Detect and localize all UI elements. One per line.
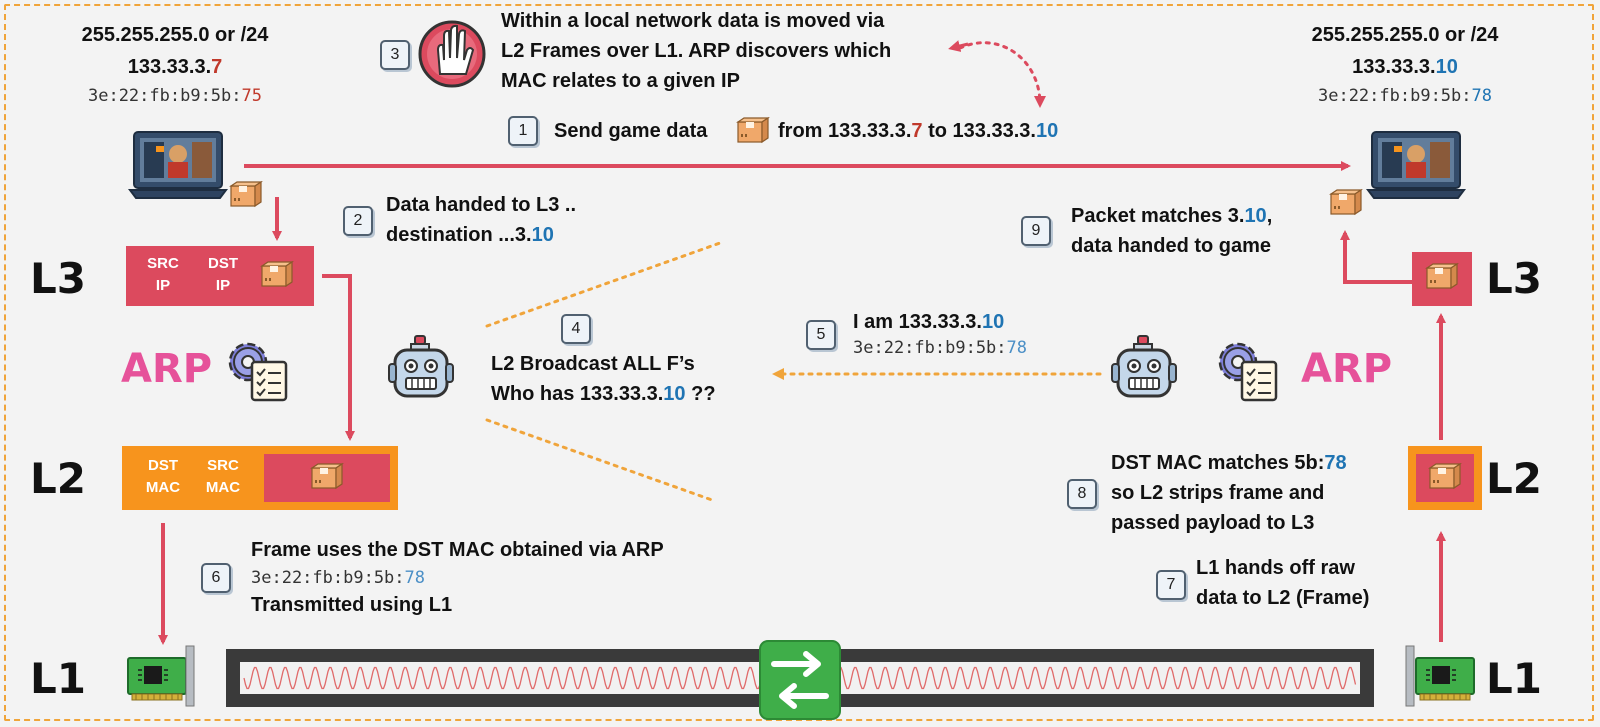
right-ip: 133.33.3.10: [1352, 56, 1458, 78]
step-number: 7: [1156, 570, 1186, 600]
gear-document-icon: [228, 342, 288, 402]
packet-box-icon: [230, 181, 262, 207]
layer-label-l3: L3: [30, 254, 86, 303]
step-8-line-3: passed payload to L3: [1111, 512, 1315, 534]
arp-label-right: ARP: [1301, 346, 1393, 392]
robot-icon: [1110, 334, 1178, 398]
layer-label-l2: L2: [30, 454, 86, 503]
arp-label-left: ARP: [121, 346, 213, 392]
step-3-line-3: MAC relates to a given IP: [501, 70, 740, 92]
step-number: 2: [343, 206, 373, 236]
network-card-icon: [1405, 645, 1475, 707]
layer-label-l2: L2: [1486, 454, 1542, 503]
packet-box-icon: [1426, 263, 1458, 289]
step-3-line-2: L2 Frames over L1. ARP discovers which: [501, 40, 892, 62]
step-number: 6: [201, 563, 231, 593]
l3-to-laptop-arrow: [1340, 230, 1412, 284]
step-2-line-2: destination ...3.10: [386, 224, 554, 246]
layer-label-l1: L1: [30, 654, 86, 703]
right-subnet: 255.255.255.0 or /24: [1311, 24, 1499, 46]
left-ip: 133.33.3.7: [127, 56, 223, 78]
packet-box-icon: [1429, 463, 1461, 489]
stop-hand-icon: [418, 20, 486, 88]
left-subnet: 255.255.255.0 or /24: [81, 24, 269, 46]
step-number: 1: [508, 116, 538, 146]
step-9-line-2: data handed to game: [1071, 235, 1272, 257]
packet-box-icon: [1330, 189, 1362, 215]
step-5-line-1: I am 133.33.3.10: [853, 311, 1005, 333]
layer-label-l3: L3: [1486, 254, 1542, 303]
curved-arrow: [958, 41, 1046, 108]
step-8-line-1: DST MAC matches 5b:78: [1111, 452, 1347, 474]
step-number: 4: [561, 314, 591, 344]
broadcast-ray-up: [485, 241, 722, 328]
l3-to-l2-arrow: [322, 274, 355, 441]
packet-box-icon: [737, 117, 769, 143]
laptop-icon: [129, 131, 227, 199]
broadcast-ray-down: [485, 418, 714, 502]
packet-box-icon: [261, 261, 293, 287]
layer-label-l1: L1: [1486, 654, 1542, 703]
step-4-line-1: L2 Broadcast ALL F’s: [491, 353, 695, 375]
step-1-text-a: Send game data: [554, 120, 708, 142]
step-1-text-b: from 133.33.3.7 to 133.33.3.10: [778, 120, 1059, 142]
right-mac: 3e:22:fb:b9:5b:78: [1317, 86, 1492, 106]
step-6-line-1: Frame uses the DST MAC obtained via ARP: [251, 539, 664, 561]
step-number: 9: [1021, 216, 1051, 246]
step-5-mac: 3e:22:fb:b9:5b:78: [853, 338, 1028, 358]
robot-icon: [387, 334, 455, 398]
step-8-line-2: so L2 strips frame and: [1111, 482, 1325, 504]
step-number: 3: [380, 40, 410, 70]
step-7-line-2: data to L2 (Frame): [1196, 587, 1370, 609]
step-4-line-2: Who has 133.33.3.10 ??: [491, 383, 716, 405]
step-number: 8: [1067, 479, 1097, 509]
laptop-icon: [1367, 131, 1465, 199]
step-3-line-1: Within a local network data is moved via: [501, 10, 885, 32]
gear-document-icon: [1218, 342, 1278, 402]
step-9-line-1: Packet matches 3.10,: [1071, 205, 1273, 227]
left-mac: 3e:22:fb:b9:5b:75: [87, 86, 262, 106]
step-7-line-1: L1 hands off raw: [1196, 557, 1355, 579]
network-card-icon: [127, 645, 195, 707]
step-2-line-1: Data handed to L3 ..: [386, 194, 577, 216]
step-6-mac: 3e:22:fb:b9:5b:78: [251, 568, 426, 588]
step-number: 5: [806, 320, 836, 350]
step-6-line-3: Transmitted using L1: [251, 594, 453, 616]
switch-icon: [759, 640, 841, 720]
packet-box-icon: [311, 463, 343, 489]
